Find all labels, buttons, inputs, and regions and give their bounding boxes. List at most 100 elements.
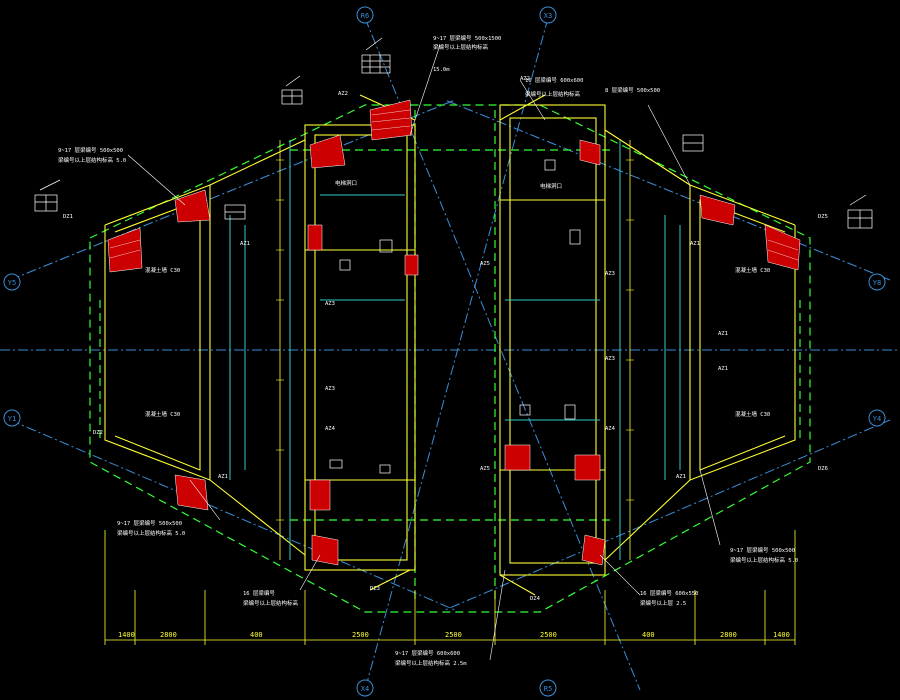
rebar-right-upper — [699, 194, 736, 226]
vertical-tick-marks — [276, 159, 634, 521]
note-bottom-right-2-sub: 梁编号以上层 2.5 — [640, 599, 686, 607]
column-tag: DZ2 — [93, 430, 103, 436]
wall-tag: AZ4 — [605, 426, 616, 432]
hatch-3 — [371, 125, 411, 131]
note-top-left-sub: 梁编号以上层结构标高 5.0 — [58, 156, 126, 164]
wall-tag: AZ4 — [325, 426, 336, 432]
axis-label: X3 — [544, 12, 552, 20]
leader-right — [647, 104, 691, 186]
inner-partitions — [229, 140, 681, 560]
note-inner-left: 电梯洞口 — [335, 179, 357, 187]
column-tag: DZ4 — [530, 596, 541, 602]
wall-diag-lr — [604, 479, 691, 561]
leader-left — [127, 154, 186, 206]
note-bottom-right-sub: 梁编号以上层结构标高 5.0 — [730, 556, 798, 564]
note-top-center-extra: 15.0m — [433, 67, 450, 73]
axis-bubbles: R6 X3 Y5 Y1 Y8 Y4 X4 R5 — [3, 6, 886, 697]
dim-label: 400 — [250, 631, 263, 639]
note-top-center: 9~17 层梁编号 500x1500 — [433, 34, 501, 42]
note-right-slab-2: 混凝土墙 C30 — [735, 410, 770, 418]
leader-bottom-right-2 — [699, 469, 721, 546]
axis-y8 — [444, 99, 891, 281]
hatch-1 — [371, 109, 411, 116]
hatch-6 — [767, 239, 799, 251]
wall-left-core — [304, 124, 416, 571]
column-tag-labels: DZ1 DZ2 DZ3 DZ4 DZ5 DZ6 — [63, 214, 828, 602]
rebar-right-core-bottom — [581, 534, 606, 566]
axis-label: R5 — [544, 685, 552, 693]
note-top-left: 9~17 层梁编号 500x500 — [58, 146, 123, 154]
hatch-5 — [109, 249, 141, 259]
section-detail-left — [34, 179, 61, 212]
note-left-slab: 混凝土墙 C30 — [145, 266, 180, 274]
column-tag: DZ6 — [818, 466, 828, 472]
wall-tag: AZ2 — [520, 76, 530, 82]
note-right-slab: 混凝土墙 C30 — [735, 266, 770, 274]
wall-tag: AZ3 — [325, 386, 335, 392]
bottom-dimension-labels: 1400 2800 400 2500 2500 2500 400 2800 14… — [118, 631, 790, 639]
wall-tag: AZ1 — [218, 474, 228, 480]
dim-label: 1400 — [773, 631, 790, 639]
wall-tag: AZ3 — [605, 356, 615, 362]
note-bottom-center-sub: 梁编号以上层结构标高 2.5m — [395, 659, 467, 667]
axis-bubble-y8: Y8 — [868, 273, 886, 291]
axis-bubble-y4: Y4 — [868, 409, 886, 427]
axis-label: Y1 — [8, 415, 16, 423]
note-top-right-sub: 梁编号以上层结构标高 — [525, 90, 581, 98]
note-bottom-left-2: 16 层梁编号 — [243, 589, 275, 597]
column-tag: DZ3 — [370, 586, 380, 592]
wall-tag: AZ1 — [690, 241, 700, 247]
section-detail-right — [847, 194, 873, 229]
note-top-right: 16 层梁编号 600x600 — [525, 76, 583, 84]
axis-label: Y4 — [873, 415, 881, 423]
note-bottom-right: 9~17 层梁编号 500x500 — [730, 546, 795, 554]
wall-tag: AZ1 — [718, 331, 728, 337]
wall-left-core-inner — [314, 134, 408, 561]
wall-tag: AZ1 — [240, 241, 250, 247]
rebar-left-upper — [174, 189, 211, 223]
note-bottom-left-2-sub: 梁编号以上层结构标高 — [243, 599, 299, 607]
rebar-left-corner — [107, 227, 143, 273]
rebar-right-corner — [764, 224, 801, 271]
note-right-beam: 8 层梁编号 500x500 — [605, 86, 660, 94]
rebar-left-core-side2 — [404, 254, 419, 276]
column-tag: DZ5 — [818, 214, 828, 220]
axis-bubble-x3: X3 — [539, 6, 557, 24]
wall-diag-top-right — [499, 94, 546, 121]
note-bottom-left-sub: 梁编号以上层结构标高 5.0 — [117, 529, 185, 537]
leader-top-right — [519, 79, 546, 121]
rebar-left-core-side — [307, 224, 323, 251]
rebar-right-core-mid2 — [574, 454, 601, 481]
axis-label: Y5 — [8, 279, 16, 287]
axis-y4 — [444, 419, 891, 611]
leader-lines — [127, 44, 721, 661]
wall-tag: AZ2 — [338, 91, 348, 97]
wall-tag: AZ3 — [605, 271, 615, 277]
axis-bubble-x4: X4 — [356, 679, 374, 697]
dim-label: 1400 — [118, 631, 135, 639]
wall-right-core-inner — [509, 117, 597, 564]
hatch-2 — [371, 117, 411, 123]
axis-bubble-y1: Y1 — [3, 409, 21, 427]
wall-tag: AZ5 — [480, 261, 490, 267]
wall-tag: AZ5 — [480, 466, 490, 472]
note-top-center-sub: 梁编号以上层结构标高 — [433, 43, 489, 51]
dim-label: 2800 — [160, 631, 177, 639]
hatch-4 — [109, 239, 141, 249]
leader-top-center — [409, 44, 441, 136]
axis-label: X4 — [361, 685, 369, 693]
rebar-top-left-core — [309, 134, 346, 169]
axis-bubble-r5: R5 — [539, 679, 557, 697]
section-detail-right-2 — [682, 134, 704, 152]
note-bottom-center: 9~17 层梁编号 600x600 — [395, 649, 460, 657]
wall-diag-ll — [209, 479, 306, 556]
dim-label: 2500 — [540, 631, 557, 639]
rebar-left-core-bottom — [311, 534, 339, 566]
wall-tag: AZ3 — [325, 301, 335, 307]
axis-label: R6 — [361, 12, 369, 20]
wall-diag-ul — [209, 139, 306, 186]
column-tag: DZ1 — [63, 214, 73, 220]
outer-beam-loop — [89, 104, 811, 613]
section-detail-core-1 — [329, 159, 581, 474]
note-bottom-right-2: 16 层梁编号 600x550 — [640, 589, 698, 597]
